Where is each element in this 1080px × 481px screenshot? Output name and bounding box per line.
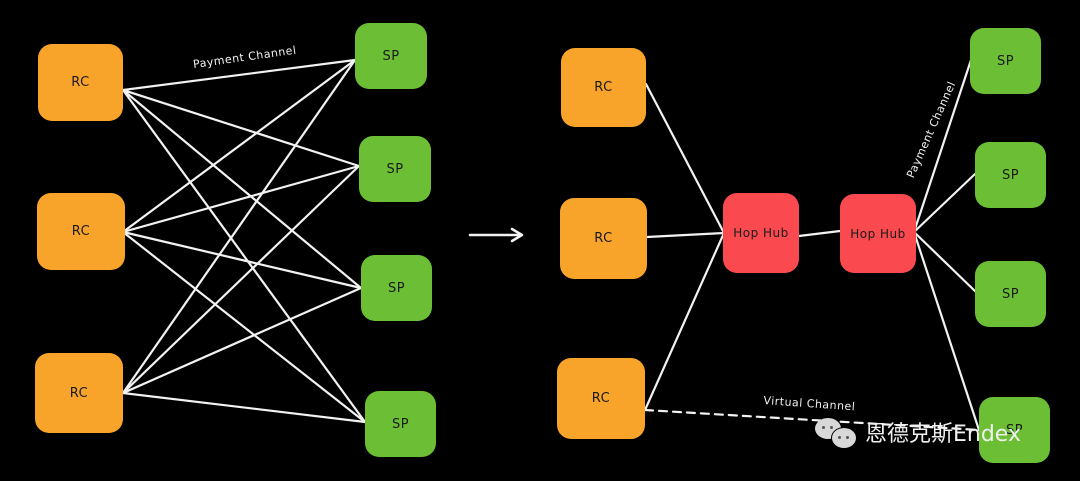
node-label: SP <box>1001 286 1020 302</box>
payment-channel-edge-rc3-sp3 <box>121 286 363 395</box>
left-rc-node-2: RC <box>37 193 125 270</box>
payment-channel-edge-hub1-hub2 <box>797 229 842 238</box>
left-rc-node-3: RC <box>35 353 123 433</box>
payment-channel-edge-rc1-hub1 <box>644 82 726 235</box>
right-sp-node-3: SP <box>975 261 1046 327</box>
right-rc-node-3: RC <box>557 358 645 439</box>
payment-channel-edge-rc3-sp2 <box>121 164 361 395</box>
payment-channel-edge-rc2-sp3 <box>121 230 363 290</box>
node-label: RC <box>69 385 89 401</box>
transition-arrow <box>468 227 524 243</box>
right-sp-node-1: SP <box>970 28 1041 94</box>
node-label: SP <box>1001 167 1020 183</box>
left-rc-node-1: RC <box>38 44 123 121</box>
left-sp-node-4: SP <box>365 391 436 457</box>
node-label: RC <box>71 224 91 239</box>
payment-channel-edge-rc2-sp4 <box>121 230 367 424</box>
left-sp-node-2: SP <box>359 136 431 202</box>
payment-channel-edge-hub2-sp3 <box>912 230 979 295</box>
wechat-icon <box>815 416 859 449</box>
left-sp-node-1: SP <box>355 23 427 89</box>
left-edges <box>121 58 367 424</box>
node-label: SP <box>382 48 400 64</box>
right-rc-node-2: RC <box>560 198 647 279</box>
payment-channel-edge-rc3-hub1 <box>643 231 726 412</box>
node-label: RC <box>594 80 613 95</box>
payment-channel-edge-hub2-sp4 <box>912 230 981 432</box>
payment-channel-edge-rc1-sp1 <box>121 58 357 92</box>
right-sp-node-4: SP <box>979 397 1050 463</box>
node-label: RC <box>594 231 613 246</box>
payment-channel-edge-rc1-sp4 <box>121 88 367 424</box>
right-edges <box>643 55 981 432</box>
node-label: SP <box>391 416 410 432</box>
node-label: Hop Hub <box>850 226 906 241</box>
payment-channel-edge-hub2-sp1 <box>912 55 974 234</box>
left-sp-node-3: SP <box>361 255 432 321</box>
right-sp-node-2: SP <box>975 142 1046 208</box>
payment-channel-edge-rc2-sp1 <box>121 58 357 234</box>
hop-hub-node-2: Hop Hub <box>840 194 916 273</box>
node-label: SP <box>387 280 406 296</box>
payment-channel-edge-hub2-sp2 <box>912 172 977 234</box>
right-rc-node-1: RC <box>561 48 646 127</box>
payment-channel-edge-rc3-sp1 <box>121 58 357 395</box>
payment-channel-edge-rc3-sp4 <box>121 391 367 424</box>
watermark: 恩德克斯Endex <box>815 416 1021 449</box>
virtual-channel-edge <box>643 408 981 432</box>
node-label: SP <box>386 161 404 177</box>
node-label: RC <box>71 75 90 90</box>
payment-channel-edge-rc1-sp2 <box>121 88 361 168</box>
node-label: RC <box>591 391 611 406</box>
node-label: SP <box>1005 422 1024 438</box>
payment-channel-edge-rc2-sp2 <box>121 164 361 234</box>
node-label: SP <box>996 53 1015 69</box>
payment-channel-edge-rc2-hub1 <box>645 231 726 239</box>
watermark-text: 恩德克斯Endex <box>865 422 1021 447</box>
hop-hub-node-1: Hop Hub <box>723 193 799 273</box>
payment-channel-edge-rc1-sp3 <box>121 88 363 290</box>
node-label: Hop Hub <box>733 226 789 240</box>
